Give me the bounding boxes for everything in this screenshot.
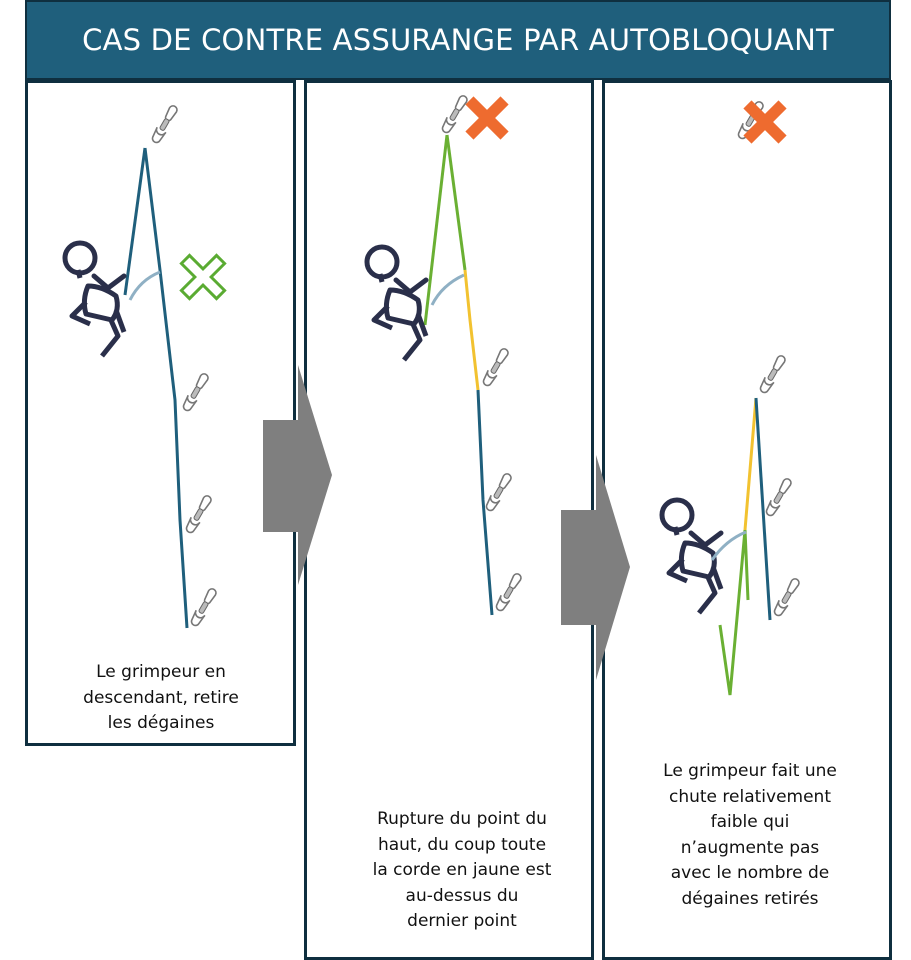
quickdraw-icon	[183, 493, 215, 536]
cross-icon	[179, 253, 227, 301]
quickdraw-icon	[757, 353, 789, 396]
panel-1-caption: Le grimpeur en descendant, retire les dé…	[83, 662, 239, 733]
cross-icon	[465, 96, 509, 140]
quickdraw-icon	[483, 471, 515, 514]
climber-icon	[367, 247, 426, 360]
panel-2-art	[367, 93, 525, 616]
panel-3-caption: Le grimpeur fait une chute relativement …	[663, 761, 837, 909]
quickdraw-icon	[149, 103, 181, 146]
climber-icon	[662, 500, 721, 613]
climber-icon	[65, 243, 124, 356]
quickdraw-icon	[771, 576, 803, 619]
quickdraw-icon	[480, 346, 512, 389]
arrow-icon	[263, 365, 332, 585]
panel-3-art	[662, 99, 803, 696]
panel-1-art	[65, 103, 227, 629]
page-title: CAS DE CONTRE ASSURANGE PAR AUTOBLOQUANT	[25, 0, 891, 80]
quickdraw-icon	[180, 371, 212, 414]
arrow-icon	[561, 455, 630, 680]
quickdraw-icon	[493, 571, 525, 614]
panel-1	[25, 80, 296, 746]
quickdraw-icon	[188, 586, 220, 629]
quickdraw-icon	[763, 476, 795, 519]
panel-2	[304, 80, 594, 960]
quickdraw-icon	[439, 93, 471, 136]
panel-2-caption: Rupture du point du haut, du coup toute …	[372, 809, 552, 931]
